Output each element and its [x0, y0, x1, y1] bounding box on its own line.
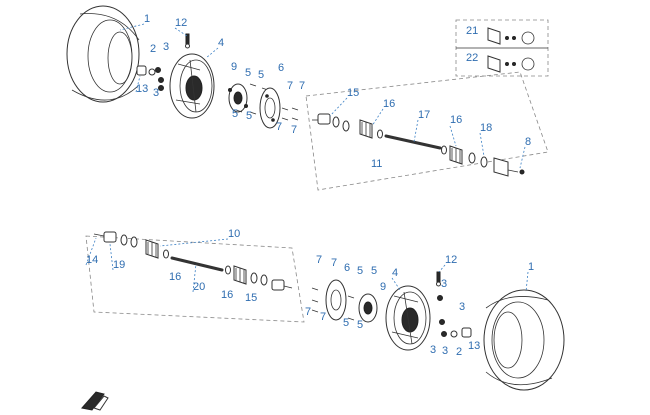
- boot-kit-inset: [455, 19, 549, 77]
- callout-c5g: 5: [343, 317, 349, 329]
- callout-c5d: 5: [246, 110, 252, 122]
- valve-top: [185, 33, 190, 49]
- callout-c7g: 7: [305, 306, 311, 318]
- callout-c22: 22: [466, 52, 478, 64]
- callout-c1b: 1: [528, 261, 534, 273]
- callout-c1: 1: [144, 13, 150, 25]
- callout-c7: 7: [287, 80, 293, 92]
- callout-c7c: 7: [276, 121, 282, 133]
- callout-c3b: 3: [153, 87, 159, 99]
- callout-c16c: 16: [169, 271, 181, 283]
- callout-c4b: 4: [392, 267, 398, 279]
- callout-c5f: 5: [371, 265, 377, 277]
- callout-c5c: 5: [232, 108, 238, 120]
- callout-c21: 21: [466, 25, 478, 37]
- callout-c3: 3: [163, 41, 169, 53]
- callout-c15: 15: [347, 87, 359, 99]
- hub-nut-bottom: [437, 295, 472, 338]
- callout-c7h: 7: [320, 311, 326, 323]
- callout-c16d: 16: [221, 289, 233, 301]
- driveshaft-bottom: [93, 231, 293, 291]
- callout-c5: 5: [245, 67, 251, 79]
- callout-c13: 13: [136, 83, 148, 95]
- leader-lines: [85, 23, 529, 293]
- callout-c16: 16: [383, 98, 395, 110]
- valve-bottom: [436, 271, 441, 287]
- callout-c11: 11: [371, 158, 382, 170]
- callout-c9b: 9: [380, 281, 386, 293]
- brake-disc-top: [259, 87, 299, 129]
- brake-disc-bottom: [311, 279, 347, 321]
- manufacturer-logo-icon: [81, 391, 109, 411]
- rim-top: [169, 53, 215, 119]
- callout-c5b: 5: [258, 69, 264, 81]
- callout-c5e: 5: [357, 265, 363, 277]
- hub-bottom: [347, 293, 378, 323]
- callout-c3f: 3: [442, 345, 448, 357]
- callout-c7e: 7: [316, 254, 322, 266]
- callout-c18: 18: [480, 122, 492, 134]
- callout-c10: 10: [228, 228, 240, 240]
- callout-c16b: 16: [450, 114, 462, 126]
- callout-c7f: 7: [331, 257, 337, 269]
- callout-c19: 19: [113, 259, 125, 271]
- callout-c17: 17: [418, 109, 430, 121]
- callout-c9: 9: [231, 61, 237, 73]
- callout-c20: 20: [193, 281, 205, 293]
- callout-c8: 8: [525, 136, 531, 148]
- callout-c7b: 7: [299, 80, 305, 92]
- callout-c6: 6: [278, 62, 284, 74]
- rim-bottom: [385, 285, 431, 351]
- tire-top: [66, 5, 140, 103]
- callout-c3d: 3: [459, 301, 465, 313]
- callout-c7d: 7: [291, 124, 297, 136]
- hub-top: [228, 83, 269, 115]
- callout-c12: 12: [175, 17, 187, 29]
- driveshaft-group-box-bottom: [85, 235, 305, 323]
- callout-c12b: 12: [445, 254, 457, 266]
- callout-c6b: 6: [344, 262, 350, 274]
- callout-c3e: 3: [430, 344, 436, 356]
- callout-c15b: 15: [245, 292, 257, 304]
- callout-c2b: 2: [456, 346, 462, 358]
- hub-nut-top: [136, 65, 164, 91]
- driveshaft-top: [312, 113, 525, 177]
- callout-c2: 2: [150, 43, 156, 55]
- callout-c4: 4: [218, 37, 224, 49]
- tire-bottom: [483, 289, 565, 391]
- callout-c3c: 3: [441, 278, 447, 290]
- callout-c14: 14: [86, 254, 98, 266]
- callout-c13b: 13: [468, 340, 480, 352]
- driveshaft-group-box-top: [305, 71, 549, 191]
- callout-c5h: 5: [357, 319, 363, 331]
